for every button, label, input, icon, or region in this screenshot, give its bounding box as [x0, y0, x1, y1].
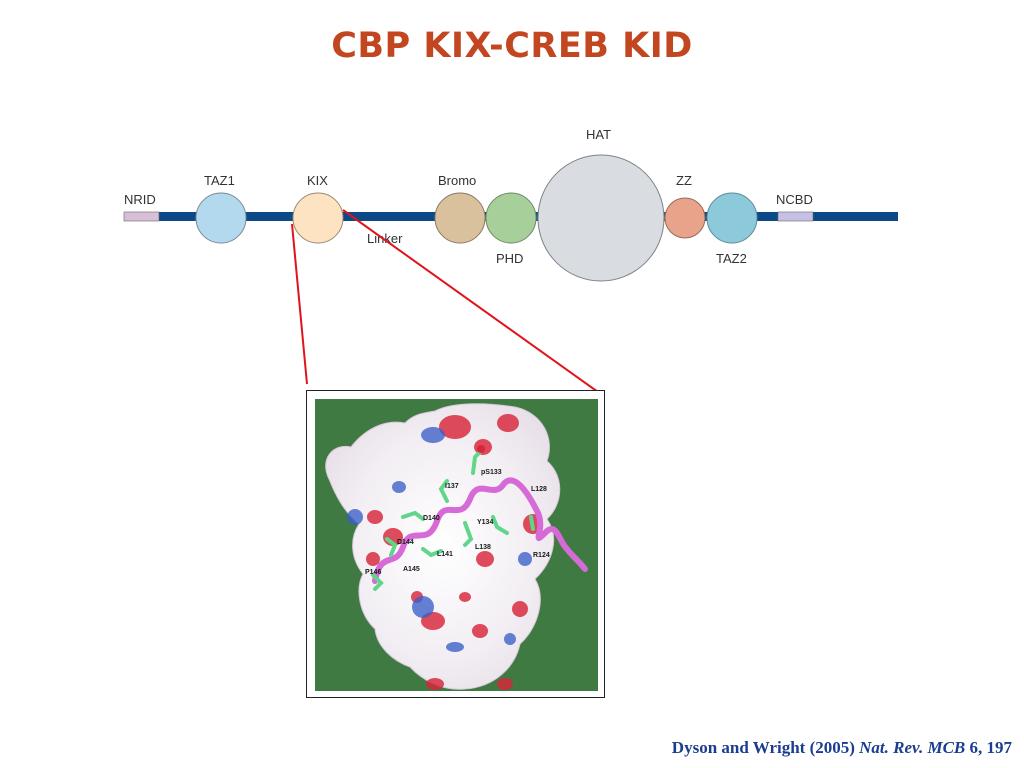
residue-label-l141: L141 [437, 551, 453, 558]
taz1-label: TAZ1 [204, 173, 235, 188]
kix-domain [292, 192, 344, 244]
kix-surface [325, 403, 561, 690]
residue-label-l128: L128 [531, 486, 547, 493]
phd-label: PHD [496, 251, 523, 266]
ncbd-domain [777, 211, 814, 222]
citation-journal: Nat. Rev. MCB [859, 738, 966, 757]
residue-label-r124: R124 [533, 552, 550, 559]
taz1-domain [195, 192, 247, 244]
positive-patches [347, 427, 532, 652]
bromo-label: Bromo [438, 173, 476, 188]
residue-label-y134: Y134 [477, 519, 493, 526]
citation: Dyson and Wright (2005) Nat. Rev. MCB 6,… [672, 738, 1012, 758]
nrid-label: NRID [124, 192, 156, 207]
residue-label-d140: D140 [423, 515, 440, 522]
ncbd-label: NCBD [776, 192, 813, 207]
zz-domain [664, 197, 706, 239]
phospho-group [477, 445, 485, 453]
slide-title: CBP KIX-CREB KID [331, 26, 693, 66]
residue-label-p146: P146 [365, 569, 381, 576]
creb-kid-helix [372, 477, 588, 584]
zoom-connector-left [291, 223, 308, 385]
side-chains [371, 449, 535, 591]
residue-label-i137: I137 [445, 483, 459, 490]
citation-volume-page: 6, 197 [965, 738, 1013, 757]
taz2-domain [706, 192, 758, 244]
kix-creb-structure-image: pS133 L128 I137 D140 Y134 D144 L141 L138… [315, 399, 598, 691]
hat-domain [537, 154, 665, 282]
domain-diagram: NRID TAZ1 KIX Linker Bromo PHD HAT ZZ TA… [123, 127, 898, 393]
bromo-domain [434, 192, 486, 244]
nrid-domain [123, 211, 160, 222]
residue-label-d144: D144 [397, 539, 414, 546]
zz-label: ZZ [676, 173, 692, 188]
kix-label: KIX [307, 173, 328, 188]
taz2-label: TAZ2 [716, 251, 747, 266]
residue-label-ps133: pS133 [481, 469, 502, 476]
zoom-connector-right [342, 209, 599, 393]
hat-label: HAT [586, 127, 611, 142]
phd-domain [485, 192, 537, 244]
linker-label: Linker [367, 231, 403, 246]
citation-authors: Dyson and Wright (2005) [671, 738, 860, 757]
structure-frame: pS133 L128 I137 D140 Y134 D144 L141 L138… [306, 390, 605, 698]
residue-label-l138: L138 [475, 544, 491, 551]
residue-label-a145: A145 [403, 566, 420, 573]
